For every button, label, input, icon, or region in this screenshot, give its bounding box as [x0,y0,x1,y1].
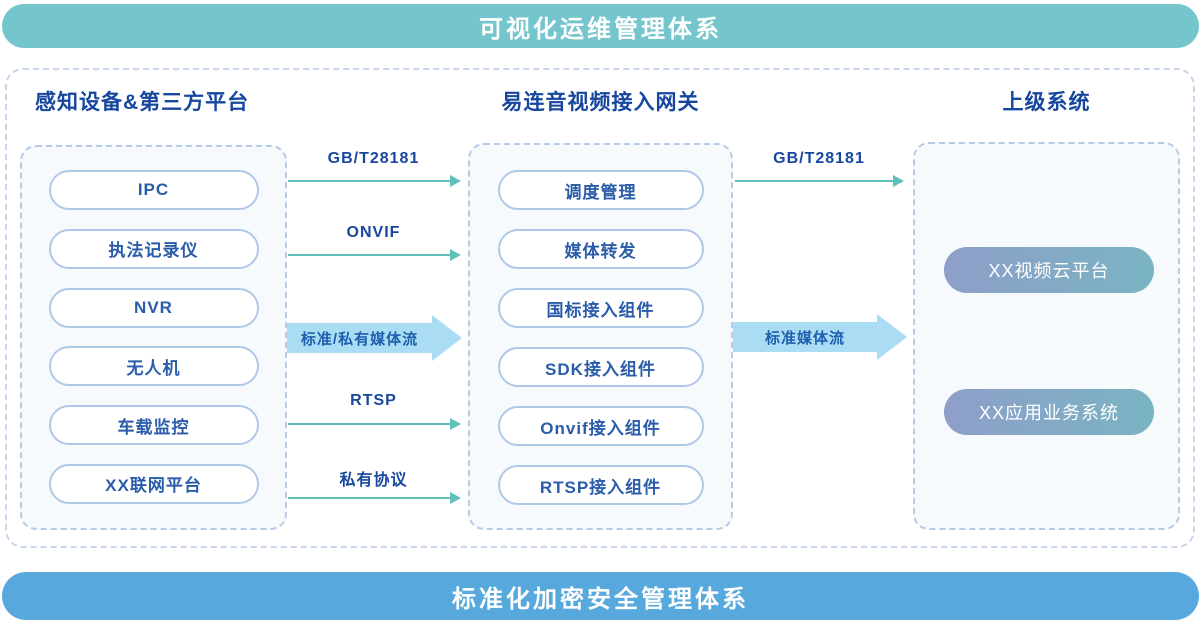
arrow-head-icon [450,418,461,430]
big-arrow-head-icon [877,314,907,360]
gateway-column-title: 易连音视频接入网关 [501,91,700,114]
gateway-item-onvif-access: Onvif接入组件 [497,406,704,446]
arrow-line [735,180,895,182]
upper-item-business-system: XX应用业务系统 [944,389,1154,435]
arrow-head-icon [450,249,461,261]
top-banner: 可视化运维管理体系 [2,4,1199,48]
arrow-line [288,497,452,499]
bottom-banner: 标准化加密安全管理体系 [2,572,1199,620]
big-arrow-standard-media-stream: 标准媒体流 [733,322,877,352]
flow-label-rtsp: RTSP [350,392,397,409]
flow-label-gbt28181-right: GB/T28181 [773,150,865,167]
device-item-nvr: NVR [48,287,259,328]
gateway-item-gb-access: 国标接入组件 [497,288,704,328]
flow-label-onvif: ONVIF [346,224,401,241]
big-arrow-mixed-media-stream: 标准/私有媒体流 [287,323,432,353]
arrow-line [288,423,452,425]
big-arrow-label: 标准媒体流 [764,329,845,347]
upper-system-group-box: XX视频云平台 XX应用业务系统 [913,142,1180,530]
arrow-head-icon [893,175,904,187]
flow-label-gbt28181-left: GB/T28181 [327,150,420,167]
device-item-body-camera: 执法记录仪 [48,228,259,269]
device-item-network-platform: XX联网平台 [48,463,259,504]
gateway-item-media-forward: 媒体转发 [497,229,704,269]
big-arrow-head-icon [432,315,462,361]
upper-item-video-cloud: XX视频云平台 [944,247,1154,293]
gateway-item-sdk-access: SDK接入组件 [497,347,704,387]
device-item-drone: 无人机 [48,346,259,387]
arrow-line [288,254,452,256]
gateway-group-box: 调度管理 媒体转发 国标接入组件 SDK接入组件 Onvif接入组件 RTSP接… [468,143,733,530]
devices-group-box: IPC 执法记录仪 NVR 无人机 车载监控 XX联网平台 [20,145,287,530]
gateway-item-dispatch: 调度管理 [497,170,704,210]
arrow-head-icon [450,175,461,187]
big-arrow-label: 标准/私有媒体流 [300,330,419,348]
device-item-ipc: IPC [48,170,259,210]
arrow-head-icon [450,492,461,504]
devices-column-title: 感知设备&第三方平台 [35,91,250,114]
gateway-item-rtsp-access: RTSP接入组件 [497,465,704,505]
device-item-vehicle-monitor: 车载监控 [48,405,259,446]
flow-label-private-protocol: 私有协议 [339,472,408,489]
arrow-line [288,180,452,182]
upper-system-column-title: 上级系统 [1002,91,1091,114]
